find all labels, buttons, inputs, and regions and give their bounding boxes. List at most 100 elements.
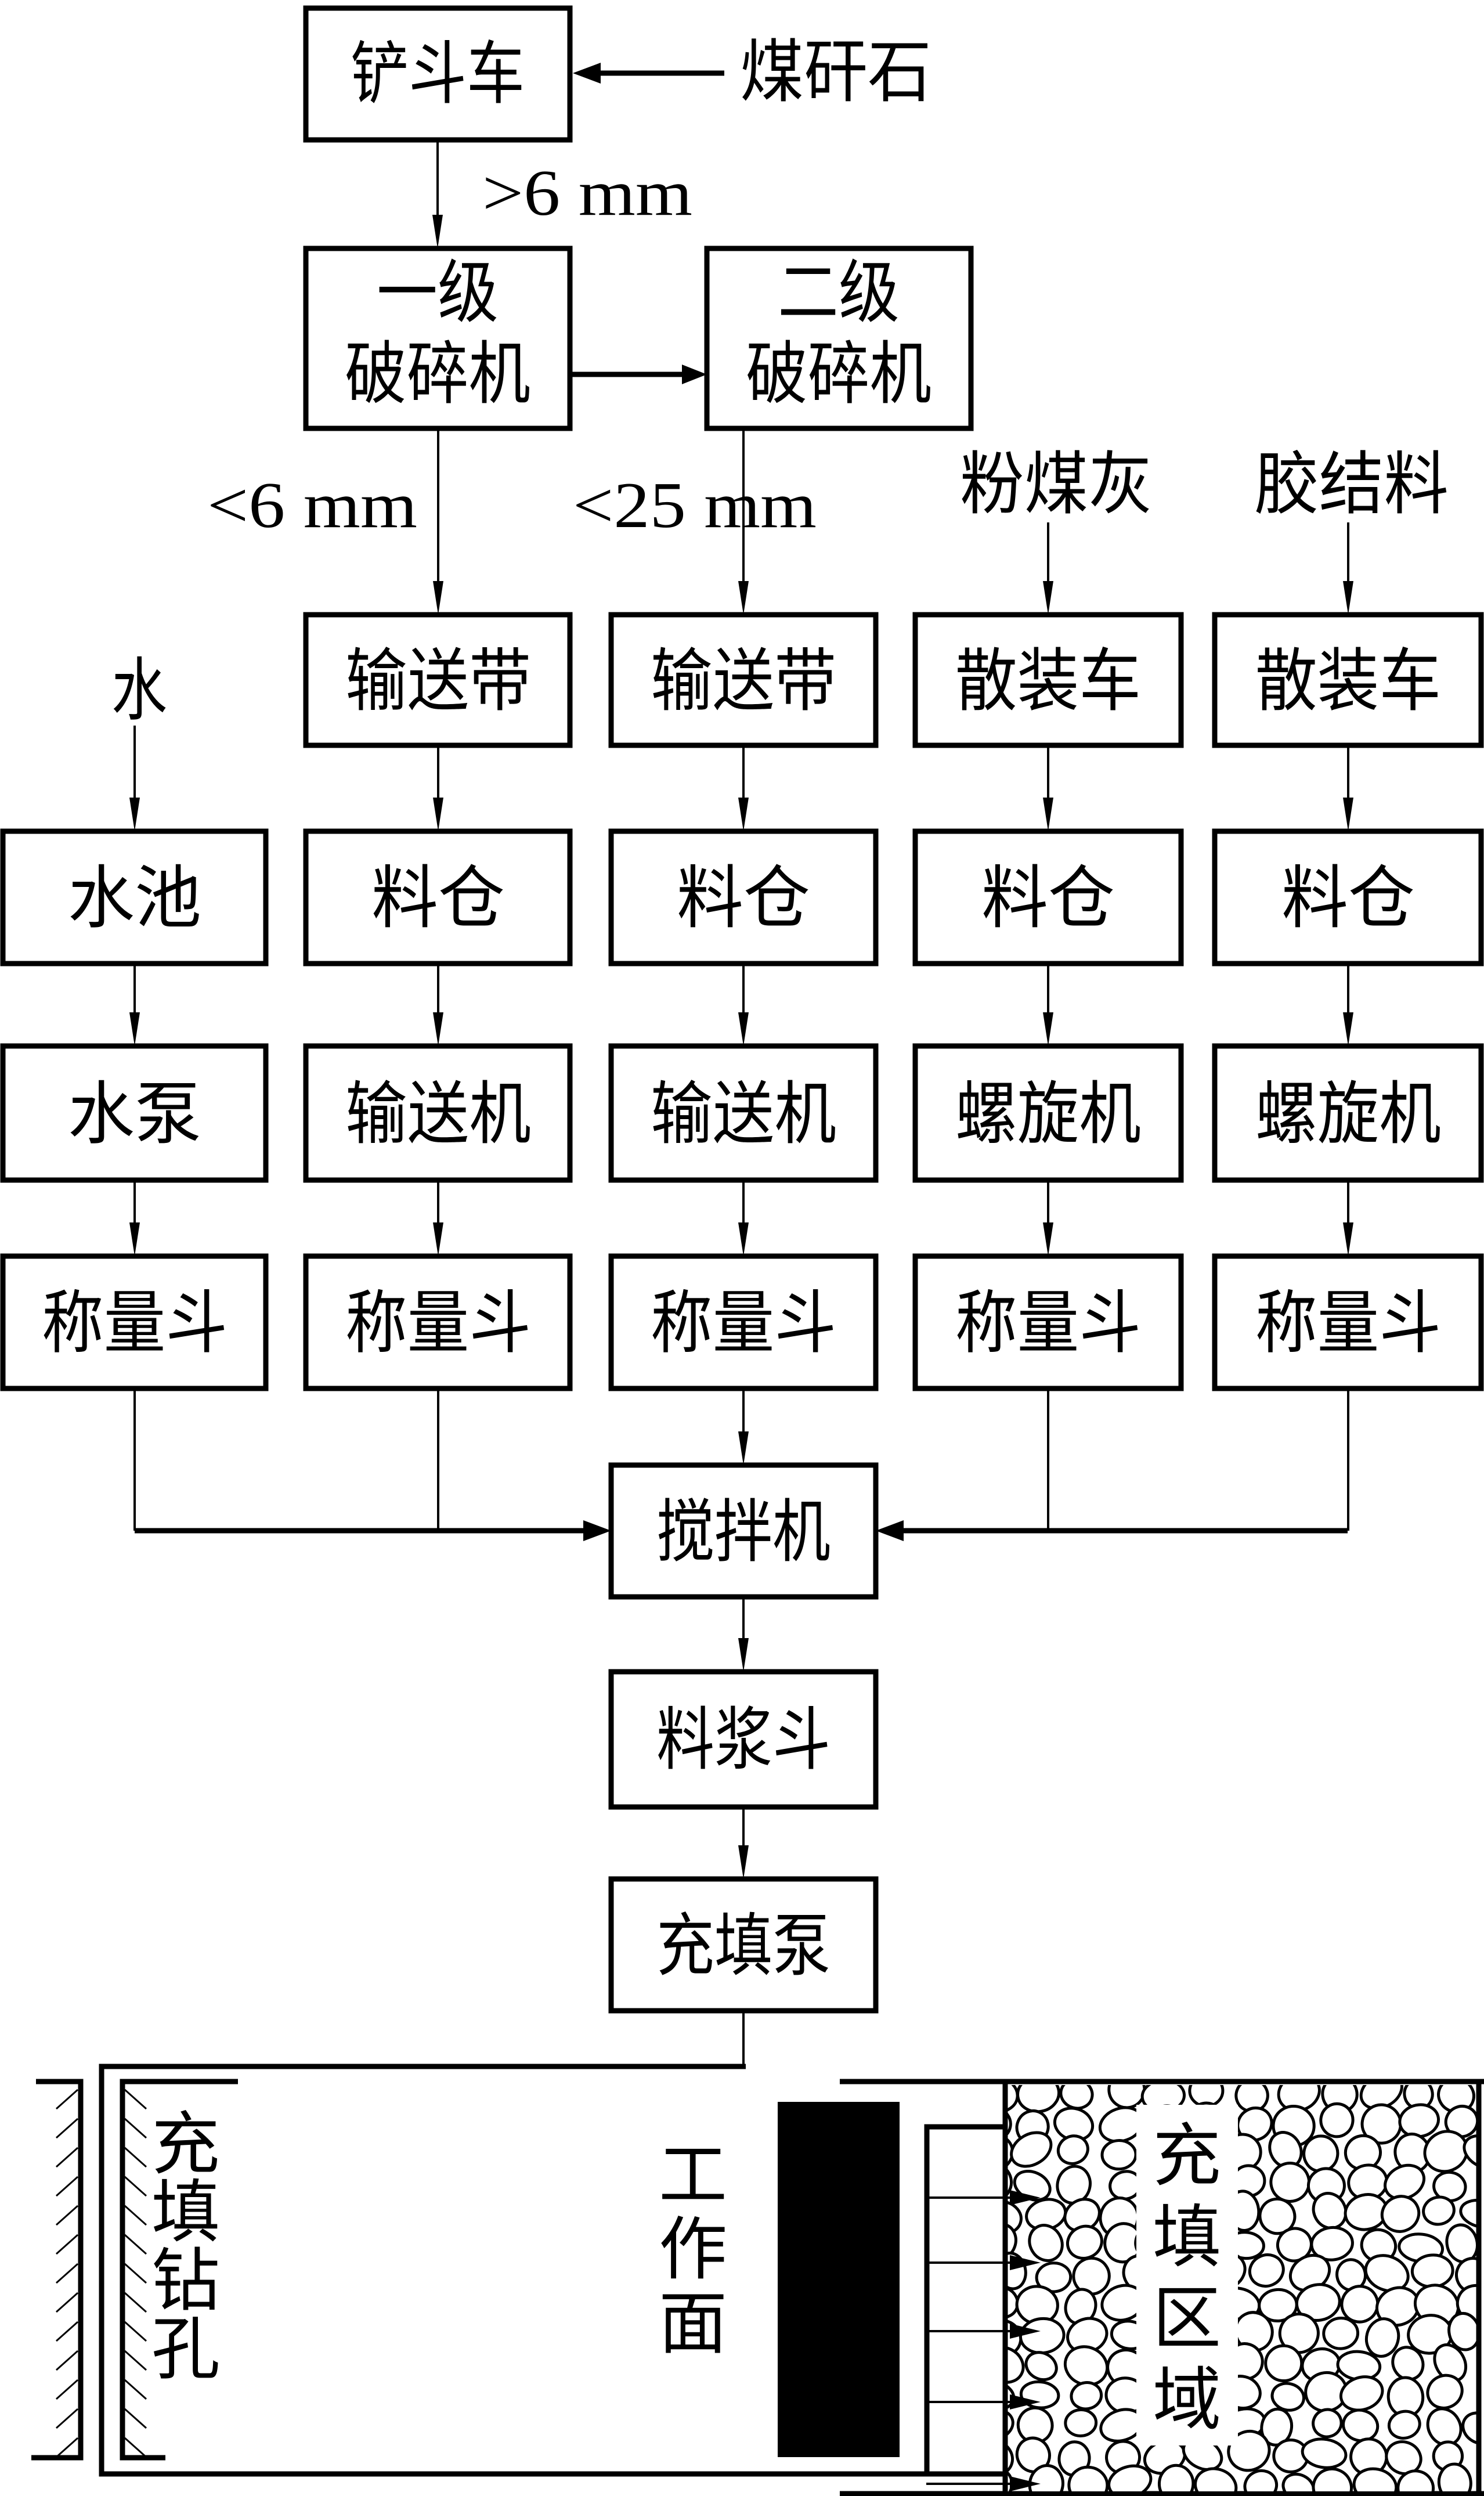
fill-pipeline bbox=[99, 2011, 1005, 2477]
gangue-stone bbox=[1008, 2105, 1012, 2142]
process-box: 称量斗 bbox=[912, 1253, 1184, 1391]
flow-arrow bbox=[433, 964, 443, 1046]
secondary-crusher-label-1: 二级 bbox=[778, 255, 900, 331]
arrowhead-icon bbox=[738, 1222, 749, 1256]
process-box-label: 料仓 bbox=[371, 861, 505, 937]
fill-zone-char: 充 bbox=[1153, 2119, 1221, 2195]
gangue-stone bbox=[1352, 2467, 1398, 2491]
arrowhead-icon bbox=[433, 798, 443, 831]
gangue-stone bbox=[1422, 2195, 1456, 2226]
hatch-mark bbox=[124, 2263, 147, 2284]
hatch-mark bbox=[56, 2118, 78, 2139]
arrowhead-icon bbox=[1343, 1012, 1353, 1046]
arrowhead-icon bbox=[1343, 1222, 1353, 1256]
process-box-label: 螺旋机 bbox=[955, 1077, 1141, 1153]
flow-arrow bbox=[1343, 964, 1353, 1046]
gangue-stone bbox=[1410, 2253, 1454, 2289]
process-box-label: 称量斗 bbox=[345, 1286, 531, 1362]
arrowhead-icon bbox=[738, 1431, 749, 1465]
arrowhead-icon bbox=[1343, 798, 1353, 831]
process-box: 称量斗 bbox=[608, 1253, 879, 1391]
process-box-label: 水泵 bbox=[68, 1077, 201, 1153]
gangue-stone bbox=[1064, 2408, 1098, 2437]
secondary-crusher-label-2: 破碎机 bbox=[746, 337, 931, 413]
arrowhead-icon bbox=[129, 1012, 140, 1046]
working-face-support-block bbox=[778, 2102, 900, 2457]
gangue-stone bbox=[1387, 2410, 1421, 2440]
gangue-stone bbox=[1281, 2472, 1316, 2491]
arrowhead-icon bbox=[876, 1520, 904, 1541]
flow-arrow bbox=[433, 1180, 443, 1256]
gangue-stone bbox=[1248, 2253, 1285, 2288]
outlet-arrowhead-icon bbox=[1010, 2324, 1041, 2339]
flow-arrow bbox=[1343, 522, 1353, 615]
process-box: 称量斗 bbox=[0, 1253, 269, 1391]
gangue-stone bbox=[1067, 2465, 1109, 2491]
gangue-stone bbox=[1008, 2437, 1014, 2477]
arrowhead-icon bbox=[583, 1520, 611, 1541]
gangue-stone bbox=[1258, 2197, 1297, 2235]
gangue-stone bbox=[1070, 2381, 1103, 2411]
arrowhead-icon bbox=[1043, 1012, 1053, 1046]
hatch-mark bbox=[124, 2089, 147, 2110]
flow-arrow bbox=[1343, 745, 1353, 831]
fill-zone-char: 区 bbox=[1153, 2281, 1221, 2357]
arrowhead-icon bbox=[432, 215, 443, 248]
arrowhead-icon bbox=[129, 1222, 140, 1256]
outlet-arrowhead-icon bbox=[1010, 2394, 1041, 2410]
gangue-stone bbox=[1264, 2344, 1304, 2383]
primary-crusher-label-1: 一级 bbox=[377, 255, 499, 331]
gangue-stone bbox=[1008, 2199, 1023, 2235]
hatch-mark bbox=[56, 2234, 78, 2255]
borehole-char: 钻 bbox=[151, 2243, 220, 2320]
gangue-stone bbox=[1463, 2134, 1476, 2170]
hopper-to-pump-arrow bbox=[738, 1807, 749, 1879]
gangue-stone bbox=[1461, 2411, 1476, 2445]
fill-borehole bbox=[31, 2079, 238, 2461]
primary-to-secondary-arrow bbox=[570, 365, 707, 384]
process-box-label: 水池 bbox=[68, 861, 201, 937]
binder-label: 胶结料 bbox=[1254, 447, 1449, 523]
hatch-mark bbox=[124, 2234, 147, 2255]
process-box: 输送机 bbox=[608, 1043, 879, 1183]
mixer-to-hopper-arrow bbox=[738, 1597, 749, 1672]
gangue-stone bbox=[1194, 2467, 1238, 2491]
working-face-char: 作 bbox=[659, 2212, 727, 2288]
size-label-lt6: <6 mm bbox=[207, 470, 417, 542]
hatch-mark bbox=[56, 2379, 78, 2400]
arrowhead-icon bbox=[1043, 581, 1053, 615]
arrowhead-icon bbox=[738, 798, 749, 831]
process-box: 称量斗 bbox=[1212, 1253, 1484, 1391]
process-box-label: 散装车 bbox=[1255, 644, 1441, 720]
hatch-mark bbox=[56, 2437, 78, 2458]
process-box: 螺旋机 bbox=[912, 1043, 1184, 1183]
gangue-stone bbox=[1433, 2343, 1468, 2382]
gangue-stone bbox=[1008, 2133, 1014, 2173]
gangue-stone bbox=[1319, 2102, 1355, 2138]
process-box-label: 料仓 bbox=[981, 861, 1115, 937]
size-label-lt25: <25 mm bbox=[573, 470, 817, 542]
process-box-label: 螺旋机 bbox=[1255, 1077, 1441, 1153]
flow-arrow bbox=[129, 964, 140, 1046]
borehole-inner-wall bbox=[120, 2079, 238, 2461]
gangue-stone bbox=[1295, 2283, 1341, 2322]
gangue-stone bbox=[1342, 2408, 1380, 2443]
gangue-stone bbox=[1447, 2311, 1476, 2351]
flow-arrow bbox=[1343, 1180, 1353, 1256]
fly-ash-label: 粉煤灰 bbox=[960, 447, 1153, 523]
fill-pipe-manifold bbox=[924, 2124, 1041, 2491]
process-box: 料仓 bbox=[608, 828, 879, 966]
borehole-char: 孔 bbox=[151, 2312, 220, 2388]
fill-zone-char: 域 bbox=[1153, 2362, 1221, 2439]
process-box: 料仓 bbox=[912, 828, 1184, 966]
gangue-stone bbox=[1227, 2430, 1271, 2472]
gangue-stone bbox=[1340, 2285, 1380, 2324]
hatch-mark bbox=[124, 2205, 147, 2226]
hatch-mark bbox=[124, 2437, 147, 2458]
borehole-char: 填 bbox=[151, 2175, 220, 2251]
arrowhead-icon bbox=[738, 581, 749, 615]
flow-arrow bbox=[738, 964, 749, 1046]
arrowhead-icon bbox=[433, 581, 443, 615]
gangue-stone bbox=[1391, 2346, 1425, 2381]
